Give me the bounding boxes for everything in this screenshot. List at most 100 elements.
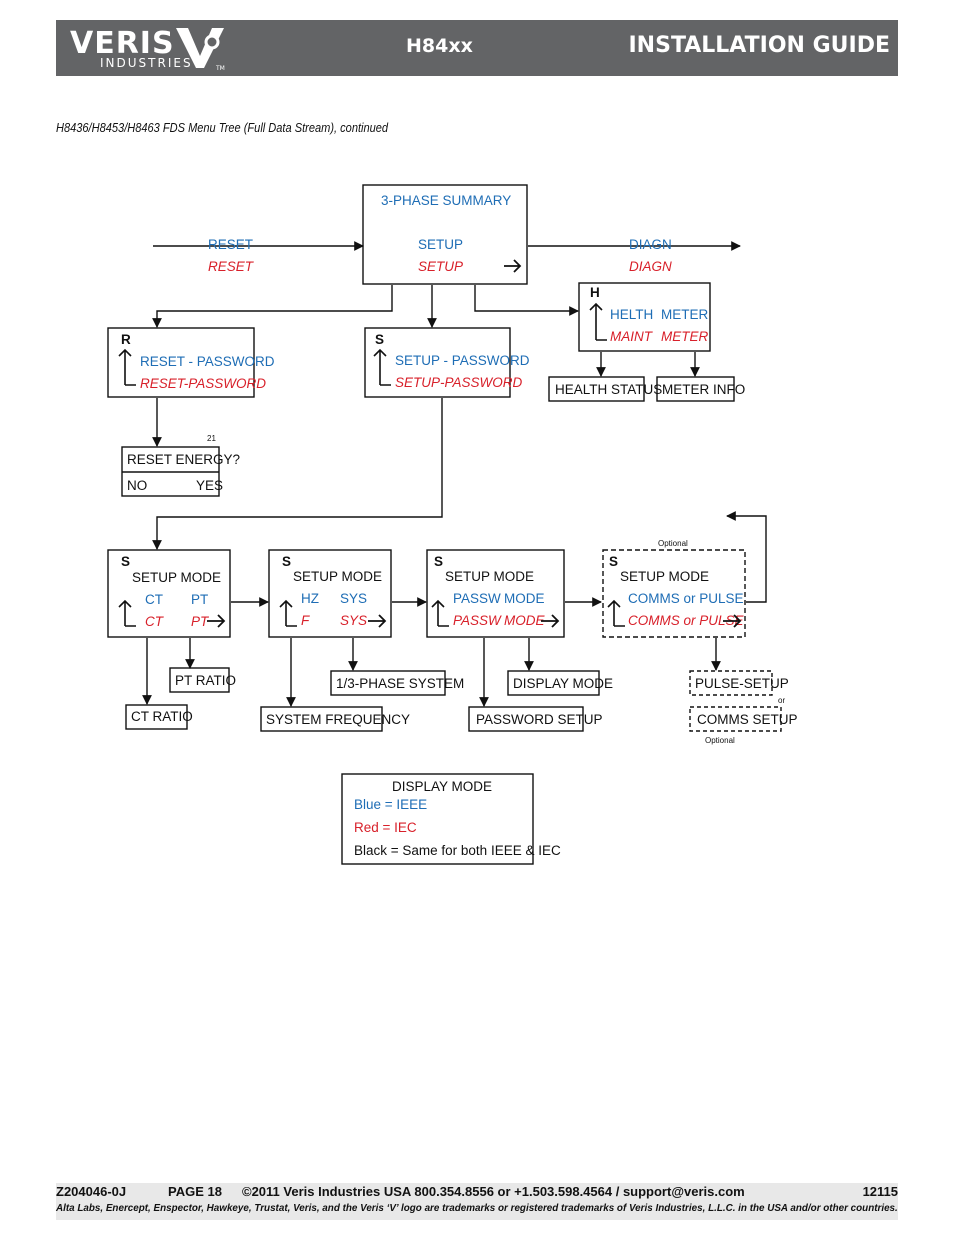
system-frequency-label: SYSTEM FREQUENCY xyxy=(266,712,410,727)
reset-energy-yes: YES xyxy=(196,478,223,493)
meter-info-label: METER INFO xyxy=(662,382,745,397)
mode-passw-ieee: PASSW xyxy=(453,591,501,606)
summary-title: 3-PHASE SUMMARY xyxy=(381,193,511,208)
password-setup-label: PASSWORD SETUP xyxy=(476,712,603,727)
page-number: PAGE 18 xyxy=(168,1184,222,1199)
trademark-notice: Alta Labs, Enercept, Enspector, Hawkeye,… xyxy=(56,1203,898,1214)
mode-passw-title: SETUP MODE xyxy=(445,569,534,584)
mode-sys-ieee: SYS xyxy=(340,591,367,606)
comms-setup-label: COMMS SETUP xyxy=(697,712,798,727)
mode-f-iec: F xyxy=(301,613,310,628)
guide-title: INSTALLATION GUIDE xyxy=(628,33,891,58)
setup-mode-passw-box: S SETUP MODE PASSW MODE PASSW MODE xyxy=(426,549,565,638)
mode-hz-ieee: HZ xyxy=(301,591,319,606)
pulse-setup-label: PULSE-SETUP xyxy=(695,676,789,691)
mode-hz-title: SETUP MODE xyxy=(293,569,382,584)
mode-pt-iec: PT xyxy=(191,614,210,629)
mode-sys-iec: SYS xyxy=(340,613,367,628)
logo-tm: TM xyxy=(215,65,225,72)
setup-password-box: S SETUP - PASSWORD SETUP-PASSWORD xyxy=(364,327,530,398)
system-frequency-box: SYSTEM FREQUENCY xyxy=(260,706,410,732)
diag-meter-iec: METER xyxy=(661,329,709,344)
ct-ratio-label: CT RATIO xyxy=(131,709,193,724)
legend-blue: Blue = IEEE xyxy=(354,797,427,812)
mode-pt-ieee: PT xyxy=(191,592,208,607)
optional-label-bottom: Optional xyxy=(705,736,735,745)
mode-comms-ieee: COMMS or PULSE xyxy=(628,591,744,606)
reset-label-ieee: RESET xyxy=(208,237,253,252)
right-arrow-icon xyxy=(504,259,522,273)
health-status-label: HEALTH STATUS xyxy=(555,382,662,397)
summary-setup-ieee: SETUP xyxy=(418,237,463,252)
setup-mode-comms-box: S SETUP MODE COMMS or PULSE COMMS or PUL… xyxy=(602,549,746,638)
footnote-21: 21 xyxy=(207,434,216,443)
veris-v-logo-icon: TM xyxy=(176,28,225,72)
section-subtitle: H8436/H8453/H8463 FDS Menu Tree (Full Da… xyxy=(56,120,389,135)
right-arrow-icon xyxy=(541,614,560,628)
mode-ct-ieee: CT xyxy=(145,592,163,607)
or-label: or xyxy=(778,696,785,705)
health-status-box: HEALTH STATUS xyxy=(548,376,662,402)
mode-ct-iec: CT xyxy=(145,614,165,629)
diag-letter: H xyxy=(590,285,600,300)
mode-ct-letter: S xyxy=(121,554,130,569)
up-arrow-icon xyxy=(118,599,136,627)
pt-ratio-box: PT RATIO xyxy=(169,667,236,693)
contact-info: ©2011 Veris Industries USA 800.354.8556 … xyxy=(242,1184,745,1199)
comms-setup-box: COMMS SETUP xyxy=(689,706,798,732)
setup-letter: S xyxy=(375,332,384,347)
three-phase-summary-box: 3-PHASE SUMMARY SETUP SETUP xyxy=(362,184,528,285)
reset-energy-question: RESET ENERGY? xyxy=(127,452,240,467)
pt-ratio-label: PT RATIO xyxy=(175,673,236,688)
diagn-label-ieee: DIAGN xyxy=(629,237,672,252)
summary-setup-iec: SETUP xyxy=(418,259,463,274)
display-mode-box: DISPLAY MODE xyxy=(507,670,613,696)
mode-passw-letter: S xyxy=(434,554,443,569)
display-mode-legend: DISPLAY MODE Blue = IEEE Red = IEC Black… xyxy=(341,773,561,865)
setup-mode-hz-box: S SETUP MODE HZ SYS F SYS xyxy=(268,549,392,638)
logo-subtitle: INDUSTRIES xyxy=(100,56,193,70)
diagn-label-iec: DIAGN xyxy=(629,259,672,274)
right-arrow-icon xyxy=(207,614,226,628)
model-number: H84xx xyxy=(406,35,473,57)
legend-black: Black = Same for both IEEE & IEC xyxy=(354,843,561,858)
legend-red: Red = IEC xyxy=(354,820,417,835)
reset-password-box: R RESET - PASSWORD RESET-PASSWORD xyxy=(107,327,275,398)
reset-password-iec: RESET-PASSWORD xyxy=(140,376,266,391)
up-arrow-icon xyxy=(431,599,449,627)
password-setup-box: PASSWORD SETUP xyxy=(468,706,603,732)
up-arrow-icon xyxy=(279,599,297,627)
legend-title: DISPLAY MODE xyxy=(392,779,492,794)
mode-passw-iec: PASSW xyxy=(453,613,502,628)
mode-ct-title: SETUP MODE xyxy=(132,570,221,585)
mode-mode-ieee: MODE xyxy=(504,591,545,606)
up-arrow-icon xyxy=(373,348,391,386)
right-arrow-icon xyxy=(368,614,387,628)
meter-info-box: METER INFO xyxy=(656,376,745,402)
diag-maint-iec: MAINT xyxy=(610,329,654,344)
up-arrow-icon xyxy=(118,348,136,386)
mode-mode-iec: MODE xyxy=(504,613,545,628)
phase-system-label: 1/3-PHASE SYSTEM xyxy=(336,676,464,691)
mode-comms-title: SETUP MODE xyxy=(620,569,709,584)
setup-mode-ct-box: S SETUP MODE CT PT CT PT xyxy=(107,549,231,638)
page-header: VERIS INDUSTRIES TM H84xx INSTALLATION G… xyxy=(56,20,898,76)
right-arrow-icon xyxy=(723,614,742,628)
reset-password-ieee: RESET - PASSWORD xyxy=(140,354,275,369)
mode-comms-letter: S xyxy=(609,554,618,569)
up-arrow-icon xyxy=(607,599,625,627)
reset-letter: R xyxy=(121,332,131,347)
reset-label-iec: RESET xyxy=(208,259,255,274)
mode-hz-letter: S xyxy=(282,554,291,569)
diagnostics-box: H HELTH METER MAINT METER xyxy=(578,282,711,352)
logo-wordmark: VERIS xyxy=(70,26,175,61)
doc-number: Z204046-0J xyxy=(56,1184,127,1199)
ct-ratio-box: CT RATIO xyxy=(125,704,193,730)
display-mode-label: DISPLAY MODE xyxy=(513,676,613,691)
diag-meter-ieee: METER xyxy=(661,307,709,322)
footer-code: 12115 xyxy=(862,1184,898,1199)
setup-password-iec: SETUP-PASSWORD xyxy=(395,375,523,390)
up-arrow-icon xyxy=(589,302,607,341)
reset-energy-box: RESET ENERGY? NO YES xyxy=(121,446,240,497)
